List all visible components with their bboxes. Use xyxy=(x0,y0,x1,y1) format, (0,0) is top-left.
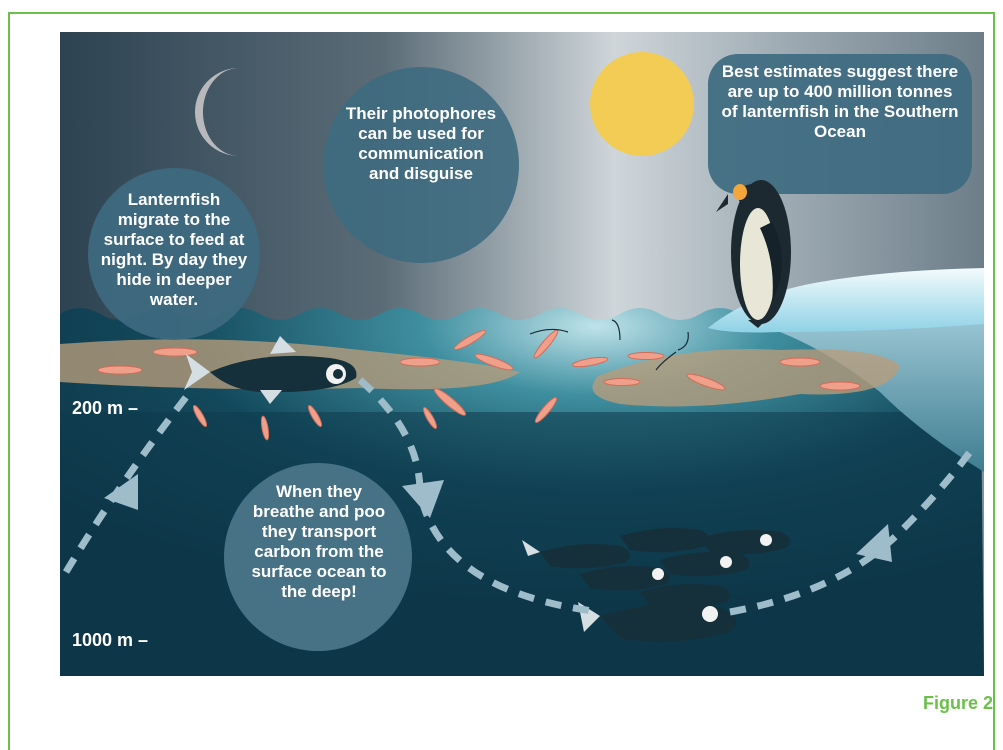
figure-illustration: Lanternfish migrate to the surface to fe… xyxy=(60,32,984,676)
callout-photophores-text: Their photophores can be used for commun… xyxy=(341,104,501,184)
callout-carbon-text: When they breathe and poo they transport… xyxy=(246,482,392,602)
callout-migration-text: Lanternfish migrate to the surface to fe… xyxy=(96,190,252,310)
sun-icon xyxy=(590,52,694,156)
estimate-bold: 400 million tonnes xyxy=(804,82,952,101)
depth-label-200m: 200 m – xyxy=(72,398,138,419)
callout-estimate-text: Best estimates suggest there are up to 4… xyxy=(720,62,960,142)
figure-caption: Figure 2 xyxy=(923,693,993,714)
deep-water xyxy=(60,412,984,676)
estimate-suffix: of lanternfish in the Southern Ocean xyxy=(721,102,958,141)
depth-label-1000m: 1000 m – xyxy=(72,630,148,651)
